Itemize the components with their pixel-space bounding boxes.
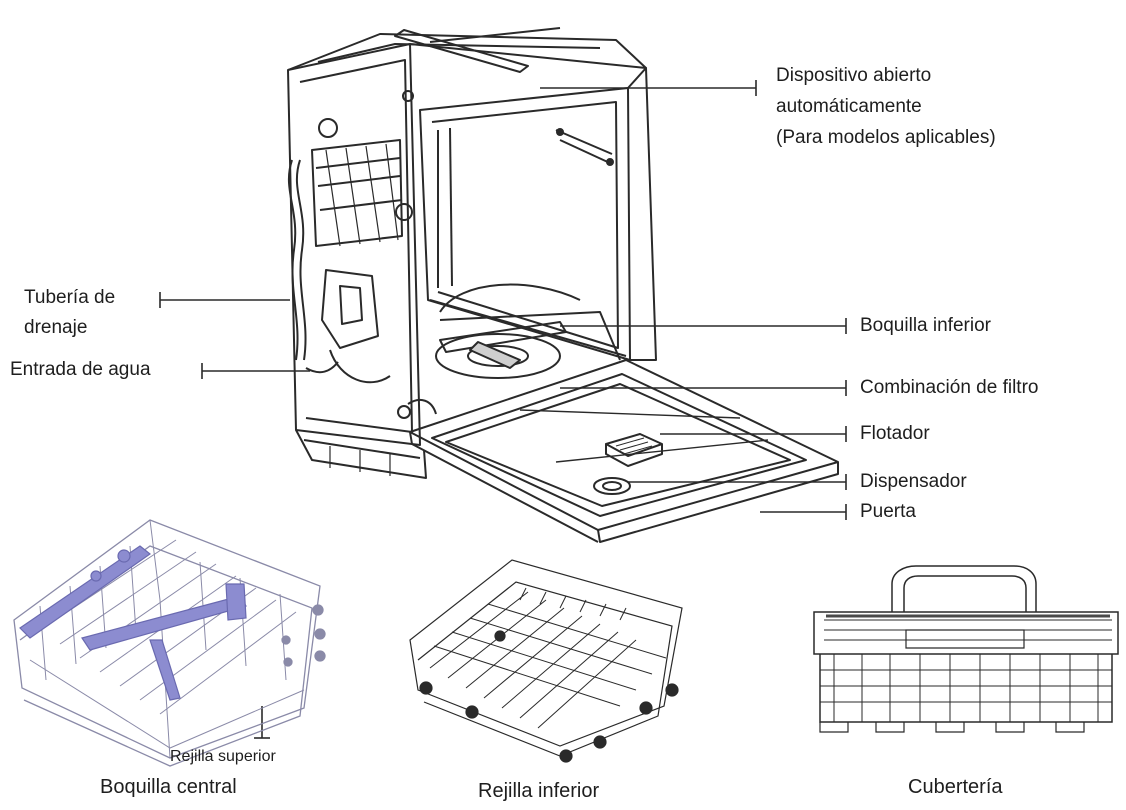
label-tuberia-line2: drenaje (24, 317, 88, 338)
label-boquilla-inferior: Boquilla inferior (860, 315, 991, 336)
label-rejilla-superior: Rejilla superior (170, 748, 276, 765)
label-dispositivo-line2: automáticamente (776, 96, 922, 117)
caption-boquilla-central: Boquilla central (100, 776, 237, 798)
cutlery-basket (813, 565, 1119, 733)
label-dispensador: Dispensador (860, 471, 967, 492)
lower-rack (409, 559, 683, 763)
label-puerta: Puerta (860, 501, 916, 522)
label-combinacion-de-filtro: Combinación de filtro (860, 377, 1039, 398)
label-dispositivo-line3: (Para modelos aplicables) (776, 127, 996, 148)
central-nozzle (19, 545, 247, 701)
door (397, 359, 839, 543)
dishwasher-tub (287, 27, 657, 479)
caption-cuberteria: Cubertería (908, 776, 1003, 798)
label-dispositivo-line1: Dispositivo abierto (776, 65, 932, 86)
upper-rack (13, 519, 326, 767)
caption-rejilla-inferior: Rejilla inferior (478, 780, 600, 802)
leader-lines (159, 80, 847, 739)
label-tuberia-line1: Tubería de (24, 287, 116, 308)
label-flotador: Flotador (860, 423, 930, 444)
label-entrada-de-agua: Entrada de agua (10, 359, 151, 380)
